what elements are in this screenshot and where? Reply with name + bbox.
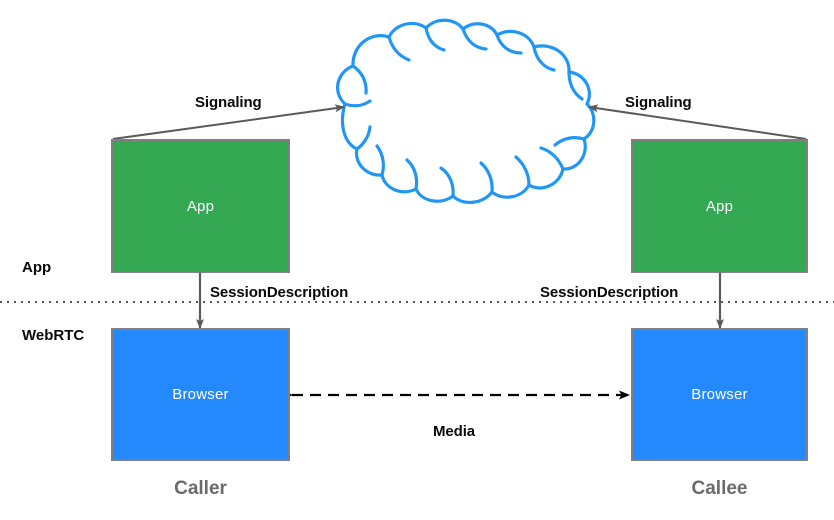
label-signaling-right: Signaling [625, 94, 692, 111]
label-signaling-left: Signaling [195, 94, 262, 111]
label-layer-app: App [22, 259, 52, 276]
label-sessiondescription-left: SessionDescription [210, 284, 349, 301]
node-callee-app-label: App [705, 197, 734, 215]
node-callee-app[interactable]: App [631, 139, 808, 273]
label-role-callee: Callee [691, 478, 748, 499]
label-sessiondescription-right: SessionDescription [540, 284, 679, 301]
label-media: Media [433, 423, 476, 440]
label-role-caller: Caller [174, 478, 227, 499]
label-layer-webrtc: WebRTC [22, 327, 85, 344]
edge-signaling-callee-to-cloud [588, 104, 807, 140]
signaling-cloud-icon [336, 18, 596, 204]
node-caller-browser-label: Browser [172, 386, 229, 403]
node-callee-browser[interactable]: Browser [631, 328, 808, 461]
node-caller-app[interactable]: App [111, 139, 290, 273]
node-callee-browser-label: Browser [691, 386, 748, 403]
edge-signaling-caller-to-cloud [112, 104, 345, 140]
node-caller-app-label: App [186, 197, 215, 215]
node-caller-browser[interactable]: Browser [111, 328, 290, 461]
